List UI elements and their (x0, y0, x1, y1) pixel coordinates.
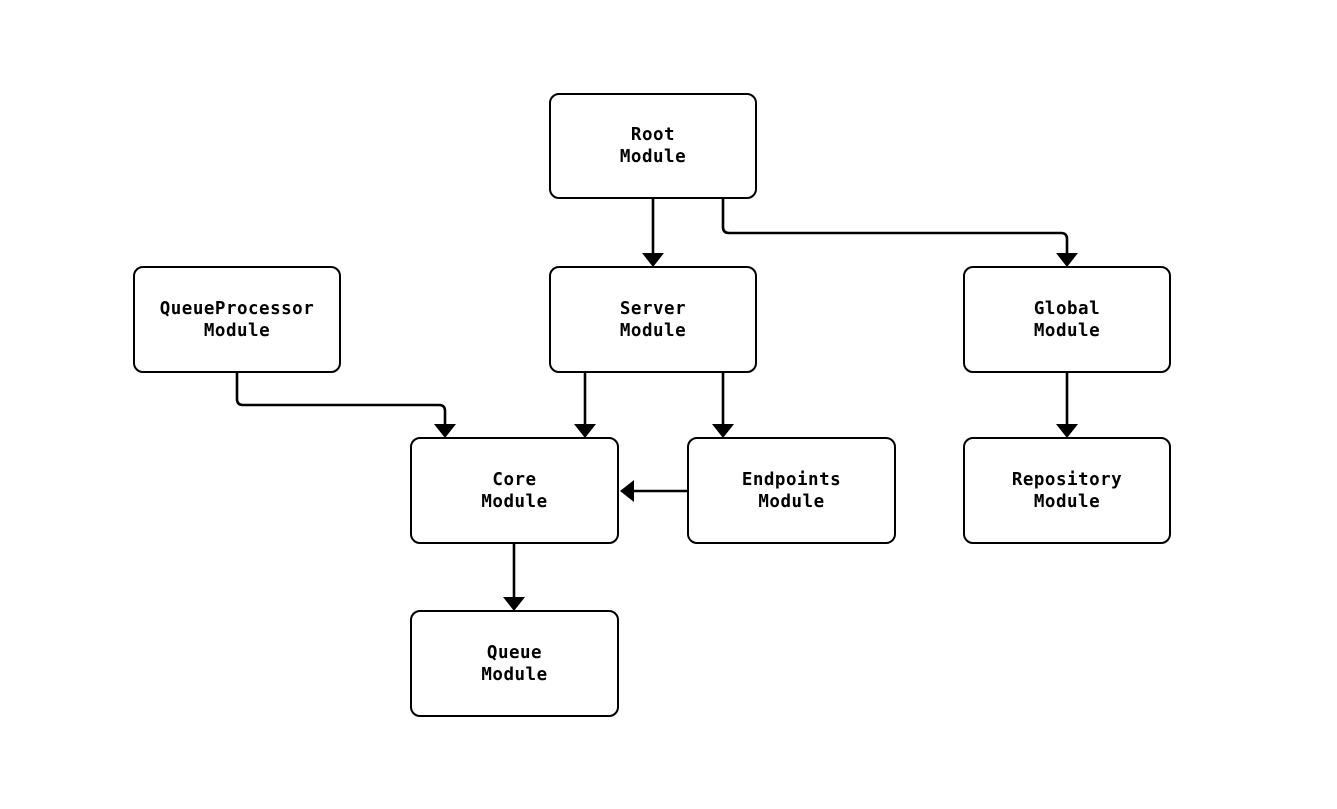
node-label: Queue (486, 642, 543, 663)
node-label: Core (492, 469, 537, 490)
node-label: QueueProcessor (159, 298, 315, 319)
node-label: Module (619, 320, 687, 341)
edge-global-repository (1056, 373, 1078, 438)
edge-root-global (721, 199, 1078, 267)
edge-root-server (642, 199, 664, 267)
node-label: Server (619, 298, 687, 319)
node-root-module: Root Module (549, 93, 757, 199)
node-label: Module (758, 491, 825, 512)
node-queue-module: Queue Module (410, 610, 619, 717)
node-queueprocessor-module: QueueProcessor Module (133, 266, 341, 373)
edge-server-endpoints (712, 373, 734, 438)
node-label: Module (481, 664, 548, 685)
node-label: Repository (1011, 469, 1123, 490)
node-label: Module (619, 147, 687, 167)
node-label: Module (1033, 491, 1101, 512)
edge-endpoints-core (620, 480, 687, 502)
node-label: Module (481, 491, 548, 512)
node-global-module: Global Module (963, 266, 1171, 373)
node-endpoints-module: Endpoints Module (687, 437, 896, 544)
node-label: Module (1033, 320, 1101, 341)
edge-queueprocessor-core (235, 373, 456, 438)
node-repository-module: Repository Module (963, 437, 1171, 544)
node-label: Root (630, 125, 676, 145)
node-label: Module (203, 320, 271, 341)
node-core-module: Core Module (410, 437, 619, 544)
node-label: Global (1033, 298, 1101, 319)
edge-server-core (574, 373, 596, 438)
node-server-module: Server Module (549, 266, 757, 373)
node-label: Endpoints (741, 469, 842, 490)
edge-core-queue (503, 544, 525, 611)
